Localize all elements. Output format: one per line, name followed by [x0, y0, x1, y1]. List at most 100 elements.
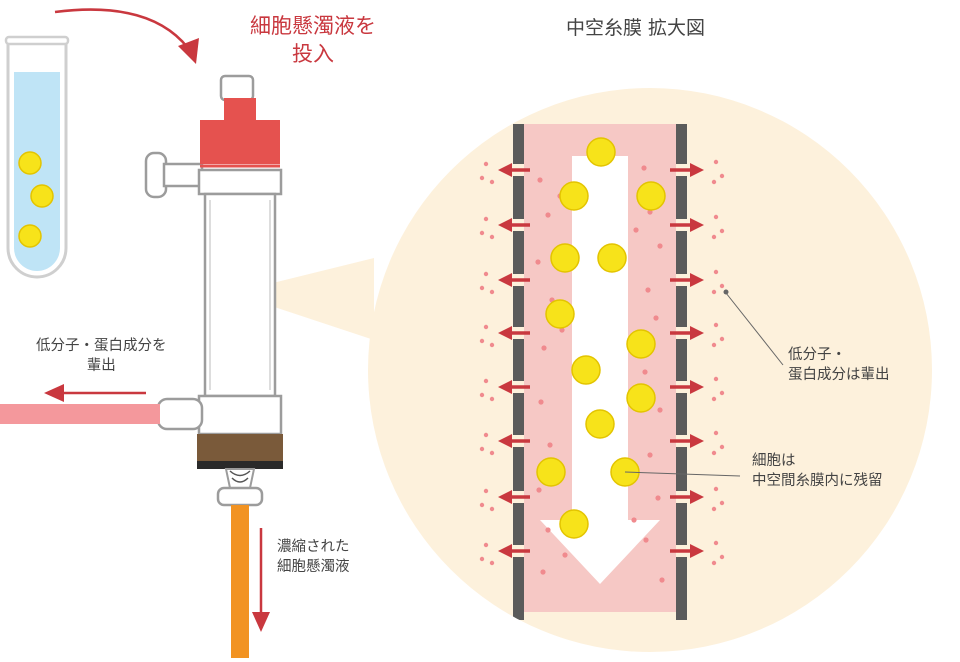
membrane-segment: [513, 231, 524, 274]
outflow-arrowhead-right: [690, 218, 704, 232]
filter-column-icon: [144, 74, 283, 507]
test-tube-icon: [4, 35, 70, 279]
membrane-segment: [676, 124, 687, 164]
outflow-arrowhead-left: [498, 544, 512, 558]
expelled-particle: [479, 446, 485, 452]
expelled-particle: [489, 289, 495, 295]
protein-particle: [562, 552, 568, 558]
cell: [636, 181, 666, 211]
expelled-particle: [719, 390, 725, 396]
leader-dot-protein: [723, 289, 729, 295]
discharge-left-line1: 低分子・蛋白成分を: [36, 338, 167, 354]
protein-particle: [537, 177, 543, 183]
protein-particle: [657, 407, 663, 413]
outflow-arrowhead-left: [498, 380, 512, 394]
magnified-title: 中空糸膜 拡大図: [566, 17, 706, 39]
protein-particle: [535, 259, 541, 265]
expelled-particle: [713, 430, 719, 436]
cell: [559, 509, 589, 539]
cell: [536, 457, 566, 487]
cell: [571, 355, 601, 385]
membrane-segment: [513, 503, 524, 545]
discharge-left-label: 低分子・蛋白成分を 輩出: [36, 337, 167, 376]
leader-line-protein: [725, 292, 784, 366]
protein-particle: [641, 165, 647, 171]
protein-particle: [633, 227, 639, 233]
expelled-particle: [479, 338, 485, 344]
membrane-wall-right: [676, 124, 687, 620]
membrane-segment: [676, 339, 687, 381]
expelled-particle: [719, 283, 725, 289]
discharge-right-label: 低分子・ 蛋白成分は輩出: [788, 346, 890, 385]
expelled-particle: [483, 378, 489, 384]
membrane-segment: [513, 393, 524, 435]
cell: [626, 383, 656, 413]
left-arrow-icon: [44, 384, 146, 402]
expelled-particle: [711, 560, 717, 566]
cells-remain-line2: 中空間糸膜内に残留: [752, 472, 883, 489]
protein-particle: [659, 577, 665, 583]
membrane-segment: [513, 176, 524, 219]
outlet-tube-left: [0, 404, 160, 424]
cell: [559, 181, 589, 211]
outflow-arrowhead-right: [690, 544, 704, 558]
protein-particle: [655, 495, 661, 501]
discharge-right-line2: 蛋白成分は輩出: [788, 366, 890, 383]
protein-particle: [653, 315, 659, 321]
expelled-particle: [713, 159, 719, 165]
expelled-particle: [489, 342, 495, 348]
expelled-particle: [479, 175, 485, 181]
outlet-tube-bottom: [231, 505, 249, 658]
expelled-particle: [483, 432, 489, 438]
concentrated-label: 濃縮された 細胞懸濁液: [277, 538, 350, 577]
expelled-particle: [711, 396, 717, 402]
outflow-arrowhead-left: [498, 163, 512, 177]
input-label-line2: 投入: [292, 42, 334, 67]
expelled-particle: [719, 500, 725, 506]
leader-line-cells: [624, 471, 741, 477]
outflow-arrowhead-right: [690, 273, 704, 287]
cell: [585, 409, 615, 439]
outflow-arrowhead-left: [498, 218, 512, 232]
expelled-particle: [489, 450, 495, 456]
expelled-particle: [719, 444, 725, 450]
expelled-particle: [719, 336, 725, 342]
expelled-particle: [713, 486, 719, 492]
expelled-particle: [483, 542, 489, 548]
expelled-particle: [483, 216, 489, 222]
cells-remain-line1: 細胞は: [752, 453, 796, 469]
expelled-particle: [719, 228, 725, 234]
outflow-arrowhead-right: [690, 380, 704, 394]
expelled-particle: [719, 173, 725, 179]
protein-particle: [547, 442, 553, 448]
expelled-particle: [711, 234, 717, 240]
expelled-particle: [489, 396, 495, 402]
cell: [586, 137, 616, 167]
cell: [597, 243, 627, 273]
membrane-segment: [676, 231, 687, 274]
outflow-arrowhead-left: [498, 273, 512, 287]
membrane-segment: [676, 557, 687, 620]
membrane-segment: [676, 286, 687, 327]
expelled-particle: [479, 285, 485, 291]
discharge-right-line1: 低分子・: [788, 347, 846, 363]
cell: [550, 243, 580, 273]
protein-particle: [643, 537, 649, 543]
expelled-particle: [713, 376, 719, 382]
protein-particle: [642, 369, 648, 375]
outflow-arrows: [479, 159, 725, 566]
outflow-arrowhead-left: [498, 326, 512, 340]
curved-arrow-icon: [54, 8, 199, 64]
expelled-particle: [479, 556, 485, 562]
expelled-particle: [711, 289, 717, 295]
cell: [626, 329, 656, 359]
expelled-particle: [713, 322, 719, 328]
protein-particle: [631, 517, 637, 523]
concentrated-line1: 濃縮された: [277, 539, 350, 555]
outflow-arrowhead-right: [690, 163, 704, 177]
outflow-arrowhead-right: [690, 490, 704, 504]
expelled-particle: [483, 271, 489, 277]
expelled-particle: [711, 450, 717, 456]
membrane-segment: [513, 286, 524, 327]
